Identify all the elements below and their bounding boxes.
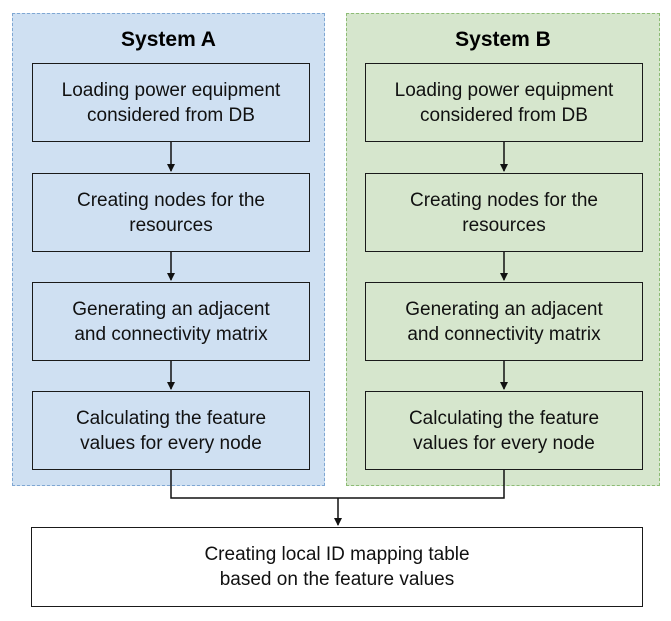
system-a-title: System A: [121, 28, 216, 51]
system-a-step-calculate-features: Calculating the feature values for every…: [32, 391, 310, 470]
step-label: Creating nodes for the resources: [76, 189, 265, 236]
final-step-label: Creating local ID mapping table based on…: [204, 544, 470, 590]
system-a-step-load-equipment: Loading power equipment considered from …: [32, 63, 310, 142]
system-b-step-create-nodes: Creating nodes for the resources: [365, 173, 643, 252]
system-b-step-calculate-features: Calculating the feature values for every…: [365, 391, 643, 470]
merge-line: [170, 470, 505, 499]
step-label: Generating an adjacent and connectivity …: [405, 298, 603, 345]
system-b-title: System B: [455, 28, 551, 51]
system-a-step-generate-matrix: Generating an adjacent and connectivity …: [32, 282, 310, 361]
step-label: Creating nodes for the resources: [409, 189, 598, 236]
system-b-step-generate-matrix: Generating an adjacent and connectivity …: [365, 282, 643, 361]
step-label: Generating an adjacent and connectivity …: [72, 298, 270, 345]
final-step-id-mapping: Creating local ID mapping table based on…: [31, 527, 643, 607]
step-label: Calculating the feature values for every…: [408, 407, 600, 454]
system-b-step-load-equipment: Loading power equipment considered from …: [365, 63, 643, 142]
system-a-step-create-nodes: Creating nodes for the resources: [32, 173, 310, 252]
step-label: Loading power equipment considered from …: [61, 79, 281, 126]
step-label: Calculating the feature values for every…: [75, 407, 267, 454]
step-label: Loading power equipment considered from …: [394, 79, 614, 126]
